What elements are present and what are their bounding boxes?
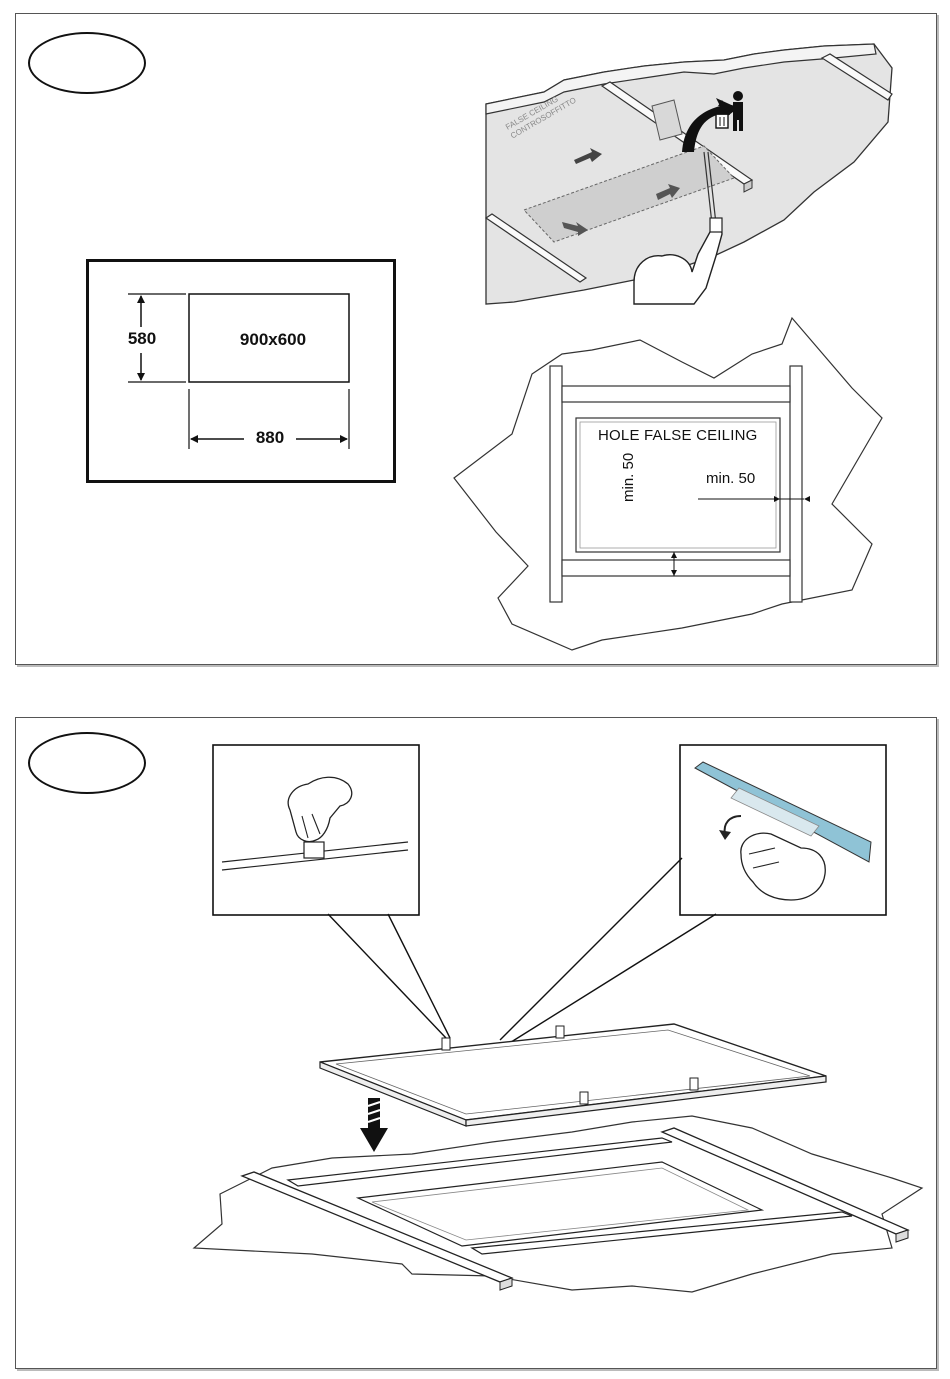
step-2-panel xyxy=(15,717,937,1369)
min-50-horizontal-label: min. 50 xyxy=(706,470,755,487)
dimension-height-label: 580 xyxy=(119,329,165,349)
false-ceiling-cut-illustration xyxy=(484,42,894,304)
cutout-dimension-drawing xyxy=(86,259,396,484)
hole-false-ceiling-title: HOLE FALSE CEILING xyxy=(598,427,758,444)
step-1-number-ellipse xyxy=(28,32,146,94)
ceiling-rails-drawing xyxy=(192,1114,922,1304)
hole-false-ceiling-plan xyxy=(452,314,882,654)
dimension-width-label: 880 xyxy=(244,428,296,448)
cutout-size-label: 900x600 xyxy=(214,330,332,350)
step-1-panel: 900x600 580 880 xyxy=(15,13,937,665)
frame-panel-drawing xyxy=(316,1018,836,1128)
min-50-vertical-label: min. 50 xyxy=(620,453,637,502)
